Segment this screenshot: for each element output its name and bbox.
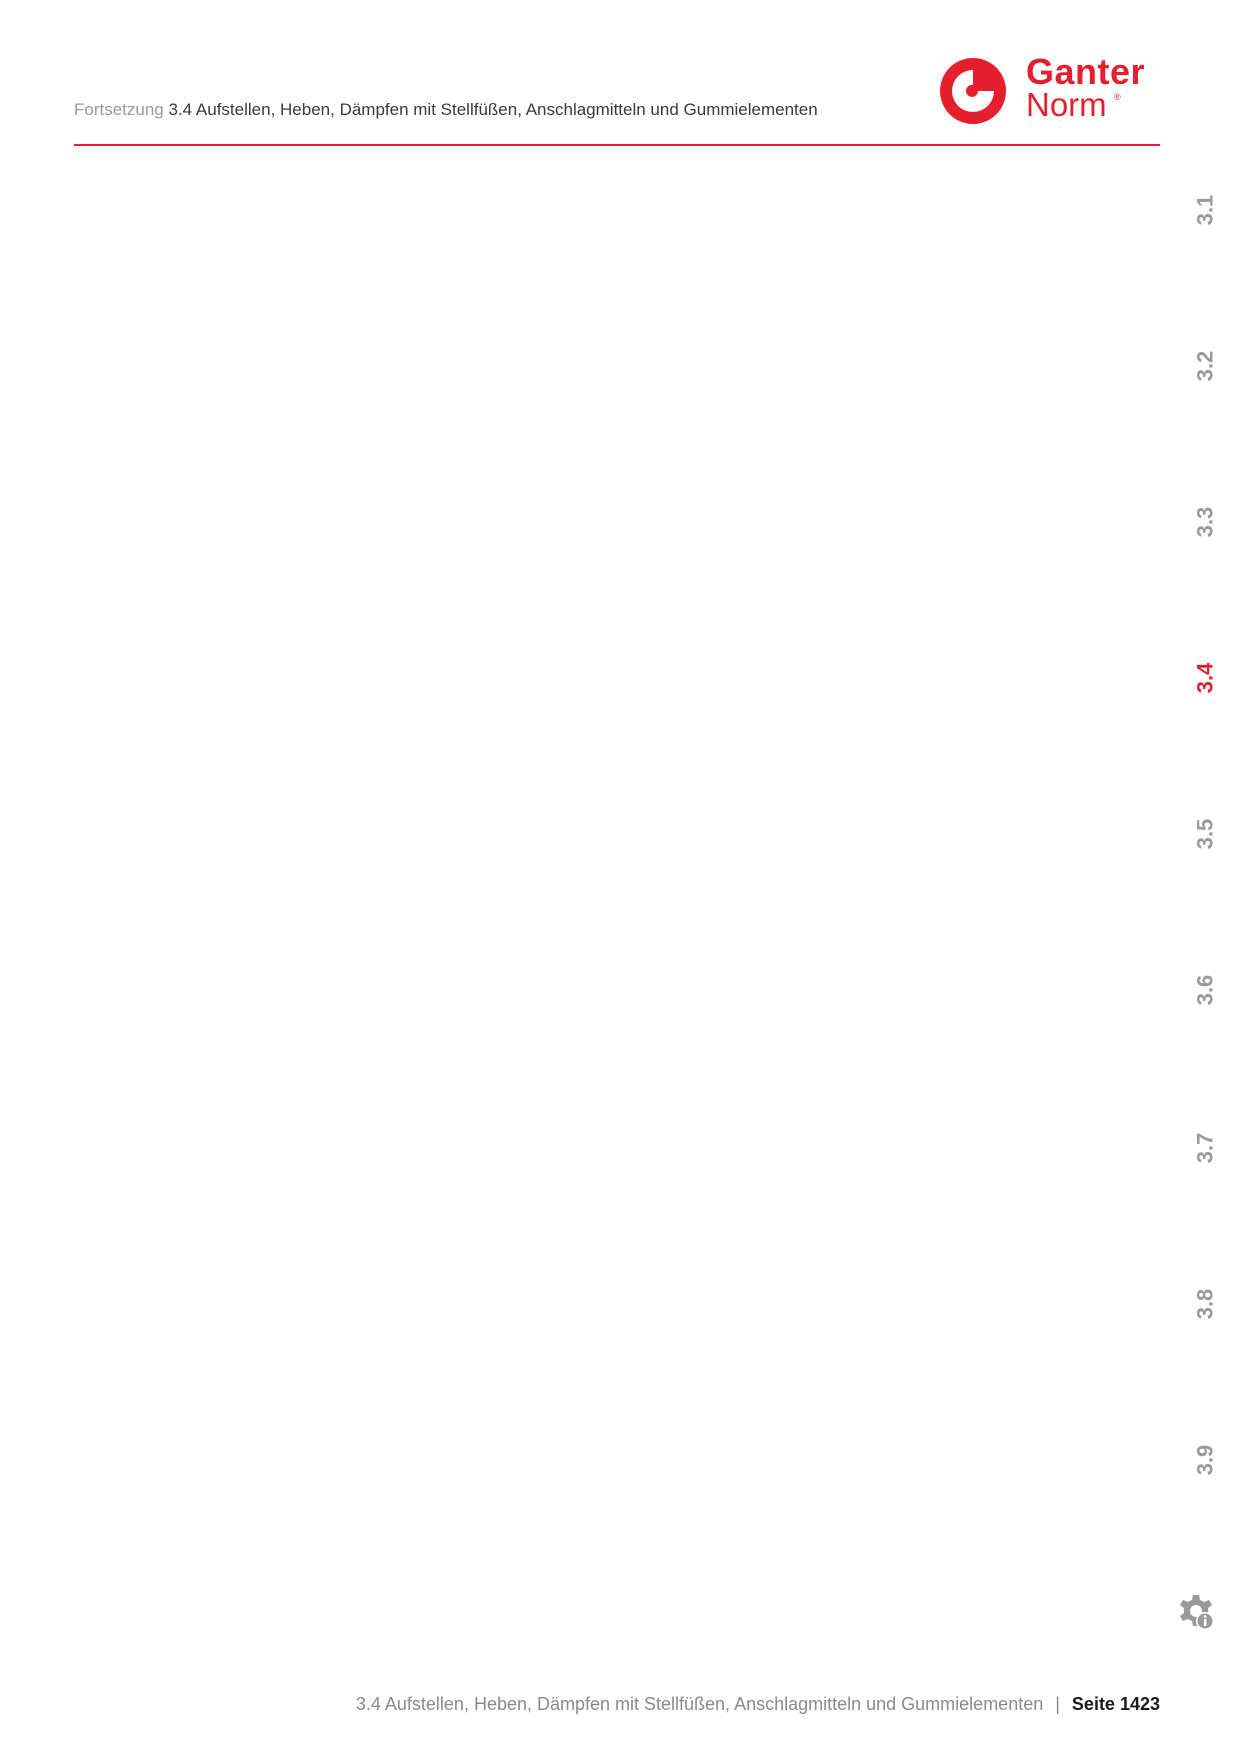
side-tab-3-2[interactable]: 3.2: [1192, 350, 1217, 382]
side-tab-3-7[interactable]: 3.7: [1192, 1132, 1217, 1164]
logo-word-norm: Norm: [1026, 86, 1107, 123]
header-title: 3.4 Aufstellen, Heben, Dämpfen mit Stell…: [168, 100, 818, 119]
side-tab-3-4[interactable]: 3.4: [1192, 662, 1217, 694]
gear-info-icon[interactable]: [1176, 1592, 1216, 1632]
footer-section-title: 3.4 Aufstellen, Heben, Dämpfen mit Stell…: [355, 1694, 1044, 1714]
logo-registered-mark: ®: [1114, 92, 1121, 102]
ganter-logo-icon: [940, 58, 1006, 124]
ganter-norm-logo: Ganter Norm ®: [938, 54, 1160, 126]
header-prefix: Fortsetzung: [74, 100, 164, 119]
side-tab-3-6[interactable]: 3.6: [1192, 974, 1217, 1006]
side-tab-3-5[interactable]: 3.5: [1192, 818, 1217, 850]
logo-word-ganter: Ganter: [1026, 51, 1146, 92]
footer: 3.4 Aufstellen, Heben, Dämpfen mit Stell…: [356, 1693, 1160, 1715]
side-tab-3-9[interactable]: 3.9: [1192, 1444, 1217, 1476]
side-tab-3-1[interactable]: 3.1: [1192, 194, 1217, 226]
header-divider: [74, 144, 1160, 146]
header-breadcrumb: Fortsetzung 3.4 Aufstellen, Heben, Dämpf…: [74, 99, 818, 121]
side-tab-3-3[interactable]: 3.3: [1192, 506, 1217, 538]
page-number: Seite 1423: [1071, 1694, 1160, 1714]
footer-separator: |: [1055, 1694, 1060, 1714]
side-tab-3-8[interactable]: 3.8: [1192, 1288, 1217, 1320]
